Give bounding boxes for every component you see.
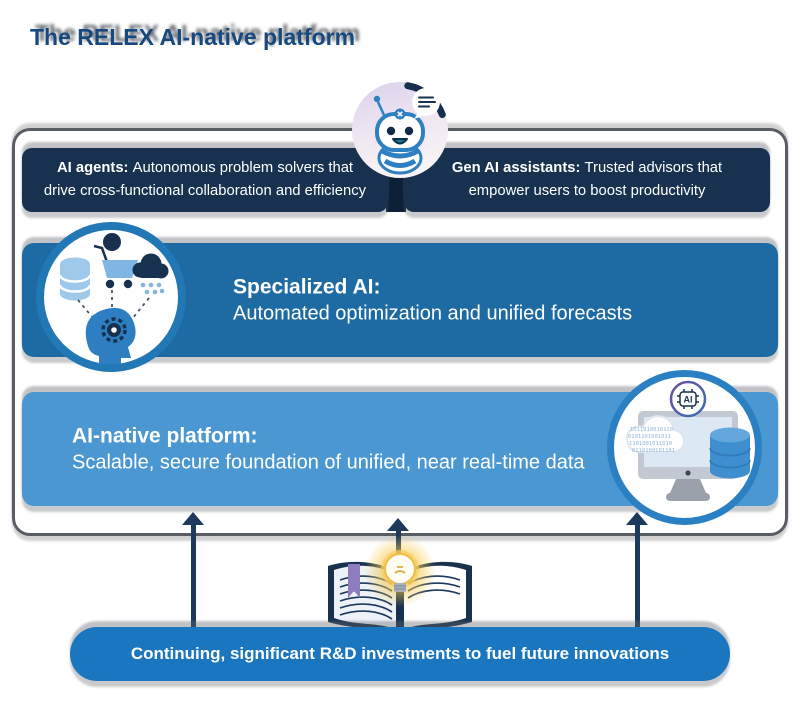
page-title: The RELEX AI-native platform bbox=[30, 24, 356, 50]
weather-cloud-icon bbox=[132, 253, 169, 295]
gen-ai-assistants-chip: Gen AI assistants: Trusted advisors that… bbox=[404, 148, 770, 212]
bookmark-ribbon-icon bbox=[348, 564, 360, 598]
ai-chip-label: AI bbox=[684, 395, 693, 405]
binary-row: 0110100101101 bbox=[632, 448, 675, 454]
ai-agents-text1: Autonomous problem solvers that bbox=[132, 160, 354, 177]
up-arrow-icon bbox=[626, 512, 648, 628]
speech-bubble-icon bbox=[412, 88, 440, 119]
robot-eye bbox=[386, 126, 396, 136]
machine-learning-head-icon bbox=[85, 307, 136, 364]
specialized-ai-label: Specialized AI: bbox=[233, 275, 381, 299]
ai-agents-line1: AI agents: Autonomous problem solvers th… bbox=[57, 157, 353, 180]
data-cloud-icon: 1011010010110 0101101001011 110100101101… bbox=[626, 415, 686, 454]
binary-row: 0101101001011 bbox=[628, 434, 671, 440]
database-icon bbox=[58, 257, 92, 301]
robot-eye bbox=[404, 126, 414, 136]
lightbulb-icon bbox=[363, 535, 437, 609]
arrowhead bbox=[387, 518, 409, 531]
shopping-cart-icon bbox=[93, 233, 138, 289]
dashed-flow-arrows bbox=[77, 290, 150, 325]
specialized-ai-icon-group bbox=[58, 233, 169, 364]
ai-native-platform-desc: Scalable, secure foundation of unified, … bbox=[72, 451, 585, 474]
gen-ai-line1: Gen AI assistants: Trusted advisors that bbox=[452, 157, 722, 180]
arrow-shaft bbox=[634, 525, 640, 628]
rd-investment-banner: Continuing, significant R&D investments … bbox=[70, 627, 730, 681]
gen-ai-text1: Trusted advisors that bbox=[584, 160, 723, 177]
robot-assistant-icon bbox=[352, 82, 448, 178]
antenna-icon bbox=[373, 95, 381, 103]
gen-ai-label: Gen AI assistants: bbox=[451, 160, 581, 177]
rd-investment-text: Continuing, significant R&D investments … bbox=[130, 644, 670, 663]
binary-row: 1101001011010 bbox=[629, 441, 672, 447]
arrow-shaft bbox=[190, 525, 196, 628]
ai-native-platform-badge: AI 1011010010110 0101101001011 110100101… bbox=[607, 370, 762, 525]
arrowhead bbox=[626, 512, 648, 525]
ai-agents-label: AI agents: bbox=[56, 160, 129, 177]
specialized-ai-desc: Automated optimization and unified forec… bbox=[233, 302, 633, 325]
gen-ai-line2: empower users to boost productivity bbox=[468, 183, 706, 199]
ai-agents-chip: AI agents: Autonomous problem solvers th… bbox=[22, 148, 388, 212]
ai-agents-line2: drive cross-functional collaboration and… bbox=[43, 183, 367, 199]
database-icon bbox=[709, 427, 751, 479]
up-arrow-icon bbox=[182, 512, 204, 628]
platform-icon-group: AI 1011010010110 0101101001011 110100101… bbox=[626, 380, 751, 501]
binary-row: 1011010010110 bbox=[630, 427, 673, 433]
arrowhead bbox=[182, 512, 204, 525]
ai-native-platform-label: AI-native platform: bbox=[72, 424, 258, 448]
specialized-ai-badge bbox=[36, 222, 186, 372]
ai-chip-icon: AI bbox=[669, 380, 707, 418]
